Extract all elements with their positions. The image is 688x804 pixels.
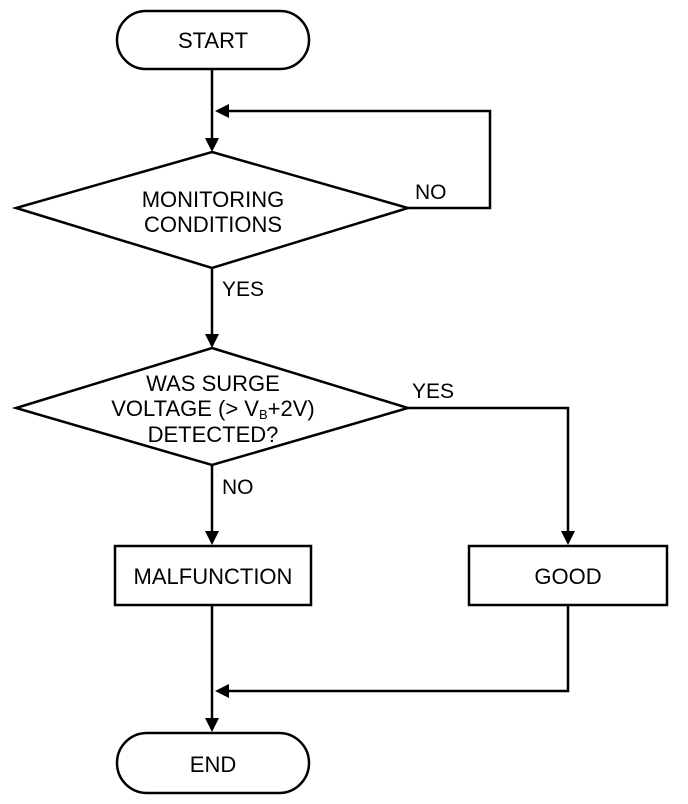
surge-diamond-shape xyxy=(11,346,413,467)
arrowhead-into-end xyxy=(205,718,219,732)
monitoring-yes-label: YES xyxy=(222,278,264,301)
start-terminal-shape xyxy=(115,9,311,71)
arrowheads xyxy=(205,104,575,732)
good-node: GOOD xyxy=(467,544,669,607)
surge-label-line1: WAS SURGE xyxy=(146,371,280,396)
monitoring-conditions-decision: MONITORING CONDITIONS xyxy=(11,150,413,270)
end-node: END xyxy=(115,731,311,795)
good-label: GOOD xyxy=(534,564,601,589)
malfunction-label: MALFUNCTION xyxy=(134,564,293,589)
malfunction-box-shape xyxy=(113,544,313,607)
surge-no-label: NO xyxy=(222,476,254,499)
arrowhead-loop-return xyxy=(215,104,229,118)
start-label: START xyxy=(178,28,248,53)
surge-yes-line xyxy=(408,406,570,533)
surge-label-line2-post: +2V) xyxy=(268,396,315,421)
surge-label-line3: DETECTED? xyxy=(148,422,279,447)
start-node: START xyxy=(115,9,311,71)
good-box-shape xyxy=(467,544,669,607)
monitoring-diamond-shape xyxy=(11,150,413,270)
arrowhead-good-merge xyxy=(215,684,229,698)
end-terminal-shape xyxy=(115,731,311,795)
surge-voltage-decision: WAS SURGE VOLTAGE (> VB+2V) DETECTED? xyxy=(11,346,413,467)
surge-label-line2-subscript: B xyxy=(259,407,268,422)
surge-label-line2: VOLTAGE (> VB+2V) xyxy=(111,396,315,422)
monitoring-no-loop-line xyxy=(226,109,492,210)
arrowhead-into-monitoring xyxy=(205,138,219,152)
arrowhead-into-malfunction xyxy=(205,531,219,545)
monitoring-label-line2: CONDITIONS xyxy=(144,212,282,237)
arrowhead-into-good xyxy=(561,531,575,545)
monitoring-no-label: NO xyxy=(415,181,447,204)
arrowhead-into-surge xyxy=(205,334,219,348)
surge-label-line2-pre: VOLTAGE (> V xyxy=(111,396,259,421)
monitoring-label-line1: MONITORING xyxy=(142,187,285,212)
edge-labels: NO YES YES NO xyxy=(222,181,454,499)
malfunction-node: MALFUNCTION xyxy=(113,544,313,607)
connectors xyxy=(210,70,570,720)
end-label: END xyxy=(190,752,236,777)
good-to-end-line xyxy=(226,606,570,693)
surge-yes-label: YES xyxy=(412,380,454,403)
